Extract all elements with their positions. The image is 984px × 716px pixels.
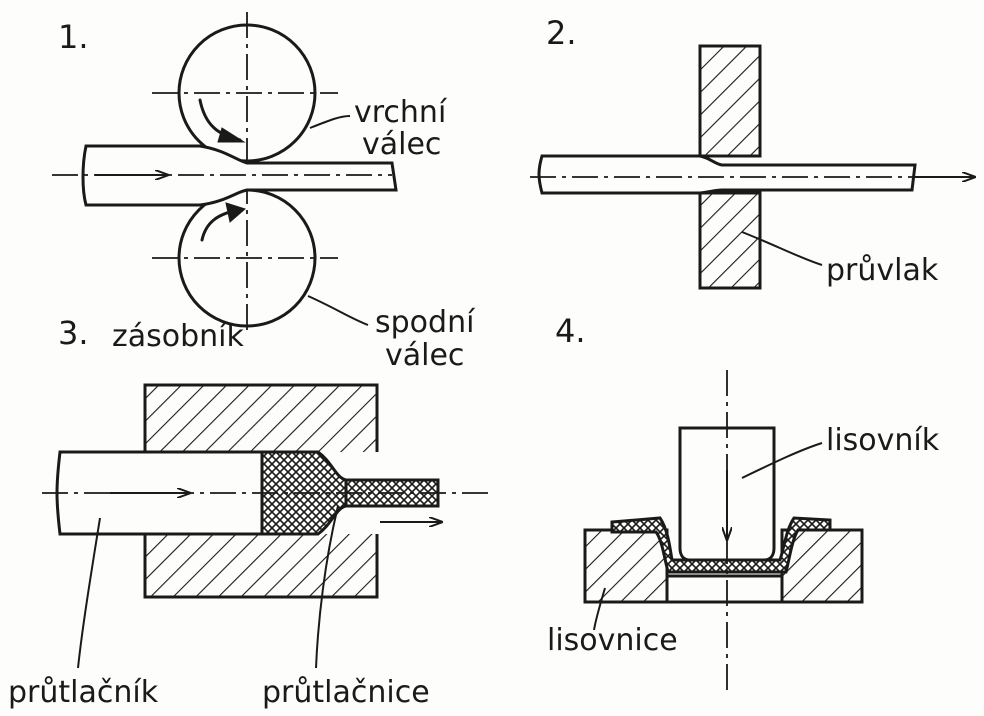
upper-roll-arrowhead xyxy=(217,127,246,143)
leader-lower-roll xyxy=(307,295,369,326)
panel-rolling: 1. vrchní válec spodní válec xyxy=(52,12,476,373)
label-drawing-die: průvlak xyxy=(826,253,939,288)
label-upper-roll-2: válec xyxy=(362,127,441,162)
press-die-right xyxy=(780,528,864,604)
panel-number-3: 3. xyxy=(58,314,89,352)
drawing-die-lower xyxy=(698,191,762,290)
panel-pressing: 4. lisovník lisovnice xyxy=(547,312,940,695)
pressed-sheet xyxy=(610,516,832,574)
label-lower-roll-2: válec xyxy=(385,338,464,373)
label-container: zásobník xyxy=(112,319,245,354)
drawn-wire xyxy=(537,154,917,195)
drawing-die-upper xyxy=(698,44,762,158)
lower-roll-arrowhead xyxy=(225,202,247,223)
panel-drawing: 2. průvlak xyxy=(530,14,975,290)
label-press-punch: lisovník xyxy=(826,423,940,458)
label-press-die: lisovnice xyxy=(547,623,678,658)
leader-upper-roll xyxy=(309,115,351,129)
leader-drawing-die xyxy=(741,231,823,266)
panel-number-4: 4. xyxy=(555,312,586,350)
leader-extrusion-die xyxy=(315,505,339,669)
label-upper-roll-1: vrchní xyxy=(354,95,448,130)
panel-number-1: 1. xyxy=(58,18,89,56)
leader-press-punch xyxy=(741,442,823,479)
press-die-left xyxy=(583,528,669,604)
press-die-cavity xyxy=(665,574,784,604)
label-extrusion-punch: průtlačník xyxy=(8,675,159,710)
leader-press-die xyxy=(593,587,606,631)
leader-punch xyxy=(77,517,101,669)
label-extrusion-die: průtlačnice xyxy=(262,675,430,710)
label-lower-roll-1: spodní xyxy=(375,305,476,340)
panel-number-2: 2. xyxy=(546,14,577,52)
panel-extrusion: 3. zásobník průtlačník průtlačnice xyxy=(8,314,490,710)
